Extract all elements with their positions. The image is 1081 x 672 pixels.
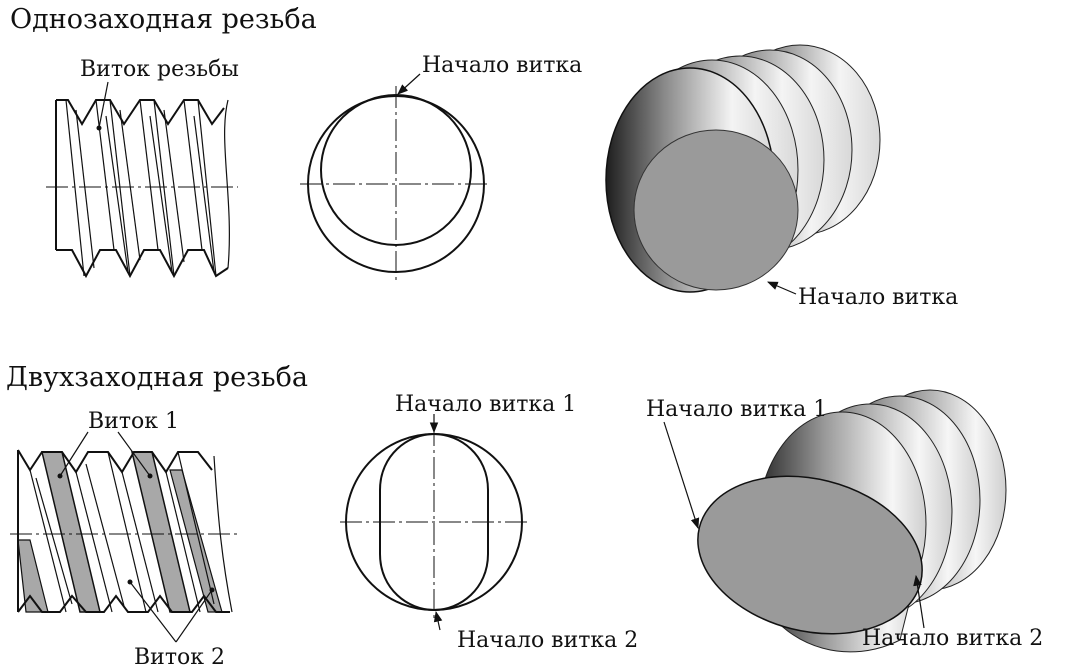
label-start2-3d: Начало витка 2 — [862, 626, 1043, 651]
double-end-view — [340, 414, 528, 631]
single-thread-side-view — [46, 81, 238, 279]
single-end-view — [300, 73, 490, 280]
label-turn-2: Виток 2 — [134, 645, 225, 670]
label-start-circle: Начало витка — [422, 53, 582, 78]
double-thread-3d-render — [663, 389, 1007, 653]
double-start-title: Двухзаходная резьба — [6, 362, 308, 393]
label-start1-circle: Начало витка 1 — [395, 392, 576, 417]
label-turn-1: Виток 1 — [88, 409, 179, 434]
single-start-title: Однозаходная резьба — [10, 4, 317, 35]
label-start1-3d: Начало витка 1 — [646, 397, 827, 422]
double-thread-side-view — [10, 431, 240, 643]
label-start-3d: Начало витка — [798, 285, 958, 310]
label-thread-turn: Виток резьбы — [80, 57, 239, 82]
label-start2-circle: Начало витка 2 — [457, 628, 638, 653]
single-thread-3d-render — [605, 44, 881, 295]
